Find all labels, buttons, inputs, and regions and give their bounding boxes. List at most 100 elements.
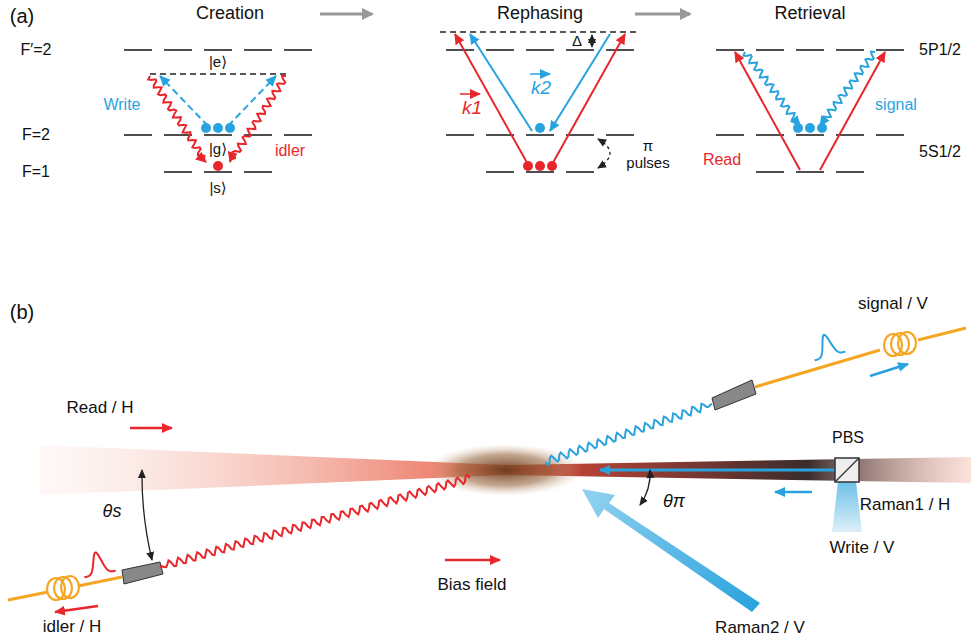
state-label: |e⟩ — [209, 54, 227, 71]
sublevel — [244, 134, 272, 136]
raman-arrow — [455, 34, 530, 168]
direction-arrow — [130, 427, 172, 430]
step-arrow — [320, 13, 372, 16]
pi-pulse-arrow — [598, 139, 610, 168]
pbs-cube — [835, 458, 859, 482]
read-arrow — [735, 52, 800, 170]
vector-arrow — [460, 93, 480, 95]
sublevel — [124, 49, 152, 51]
sublevel — [566, 171, 594, 173]
sublevel — [526, 49, 554, 51]
fiber-coupler — [712, 380, 756, 410]
sublevel — [566, 49, 594, 51]
sublevel — [446, 49, 474, 51]
sublevel — [756, 171, 784, 173]
beam-label: Raman1 / H — [860, 496, 951, 515]
write-arrow — [160, 76, 208, 126]
sublevel — [566, 134, 594, 136]
beam-label: Write — [103, 96, 140, 114]
idler-pulse — [84, 552, 115, 577]
sublevel — [446, 134, 474, 136]
signal-photon — [820, 52, 875, 126]
sublevel — [716, 49, 744, 51]
beam-label: Read / H — [66, 399, 133, 418]
fiber — [8, 577, 122, 600]
sublevel — [164, 171, 192, 173]
sublevel — [876, 134, 904, 136]
atoms — [201, 123, 235, 133]
beam-label: Raman2 / V — [715, 619, 805, 638]
fiber-coil — [47, 576, 79, 600]
angle-arc — [142, 470, 152, 560]
beam-label: Write / V — [830, 539, 895, 558]
step-arrow — [635, 13, 690, 16]
atoms — [523, 161, 557, 171]
signal-mode — [545, 404, 712, 465]
fiber-coupler — [122, 562, 163, 584]
sublevel — [486, 49, 514, 51]
vector-arrow — [530, 73, 550, 75]
sublevel — [796, 134, 824, 136]
state-label: |g⟩ — [209, 141, 227, 158]
sublevel — [716, 134, 744, 136]
atom — [213, 161, 223, 171]
level-name: F=1 — [22, 163, 50, 181]
sublevel — [606, 49, 634, 51]
direction-arrow — [775, 491, 812, 494]
sublevel — [244, 49, 272, 51]
idler-mode — [160, 475, 470, 567]
sublevel — [124, 134, 152, 136]
component-label: PBS — [832, 429, 864, 447]
sublevel — [244, 171, 272, 173]
panel-label: (b) — [10, 301, 34, 323]
sublevel — [284, 134, 312, 136]
signal-pulse — [815, 335, 846, 361]
wavevector-label: k2 — [531, 78, 551, 99]
atomic-ensemble — [427, 444, 583, 496]
sublevel — [204, 171, 232, 173]
sublevel — [796, 49, 824, 51]
sublevel — [836, 49, 864, 51]
level-name: F=2 — [22, 126, 50, 144]
angle-label: θs — [103, 502, 122, 522]
raman-arrow — [550, 34, 625, 168]
mode-label: idler / H — [43, 618, 102, 637]
sublevel — [284, 49, 312, 51]
pulse-label: π pulses — [623, 138, 673, 171]
step-title: Rephasing — [497, 4, 583, 24]
level-name: 5S1/2 — [919, 143, 961, 161]
sublevel — [796, 171, 824, 173]
pbs-cube — [835, 458, 859, 482]
detuning-label: Δ — [572, 33, 582, 50]
sublevel — [486, 134, 514, 136]
fiber — [755, 328, 966, 387]
level-name: 5P1/2 — [919, 41, 961, 59]
raman2-beam — [582, 489, 760, 612]
signal-photon — [743, 52, 800, 126]
virtual-level — [440, 31, 640, 33]
direction-arrow — [55, 606, 98, 612]
angle-arc — [640, 470, 650, 505]
write-path — [600, 469, 836, 472]
sublevel — [876, 49, 904, 51]
state-label: |s⟩ — [209, 180, 226, 197]
virtual-level — [150, 73, 286, 75]
photon-label: signal — [875, 96, 917, 114]
direction-arrow — [870, 364, 908, 376]
fiber-coil — [884, 332, 916, 356]
step-title: Creation — [196, 4, 264, 24]
sublevel — [164, 49, 192, 51]
atom — [535, 123, 545, 133]
step-title: Retrieval — [774, 4, 845, 24]
photon-label: idler — [275, 142, 305, 160]
angle-label: θπ — [663, 492, 685, 512]
sublevel — [756, 49, 784, 51]
wavevector-label: k1 — [462, 98, 482, 119]
panel-label: (a) — [10, 5, 34, 27]
sublevel — [836, 171, 864, 173]
beam-label: Read — [703, 151, 741, 169]
sublevel — [526, 171, 554, 173]
idler-photon — [148, 76, 206, 162]
sublevel — [204, 49, 232, 51]
